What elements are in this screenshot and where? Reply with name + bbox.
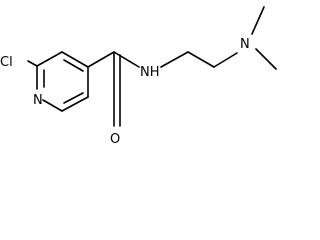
atom-label-nh: NH [140,65,160,80]
bond-n-methyl-lower [255,48,277,70]
atom-label-o: O [110,132,120,147]
molecule-diagram: Cl N NH N O [0,6,277,147]
bond-c3-c4 [61,51,89,68]
bond-c5-c6 [61,96,89,112]
bond-c5-c6-inner [63,92,84,104]
bond-c6-n1 [42,99,63,112]
atom-label-cl: Cl [0,55,13,70]
bond-carbonyl-nh [113,51,140,68]
bond-c2-c3 [36,51,63,67]
bond-ch2-ch2 [187,51,215,68]
pyridine-ring [36,51,89,112]
bond-c4-carbonyl [87,51,115,68]
bond-c2-cl [27,60,38,67]
atom-label-amine-n: N [240,37,250,52]
bond-c3-c4-inner [63,59,84,72]
bond-n-methyl-upper [251,6,265,35]
bond-nh-ch2 [160,51,189,68]
atom-label-ring-n: N [33,93,43,108]
bond-ch2-n [213,52,238,68]
